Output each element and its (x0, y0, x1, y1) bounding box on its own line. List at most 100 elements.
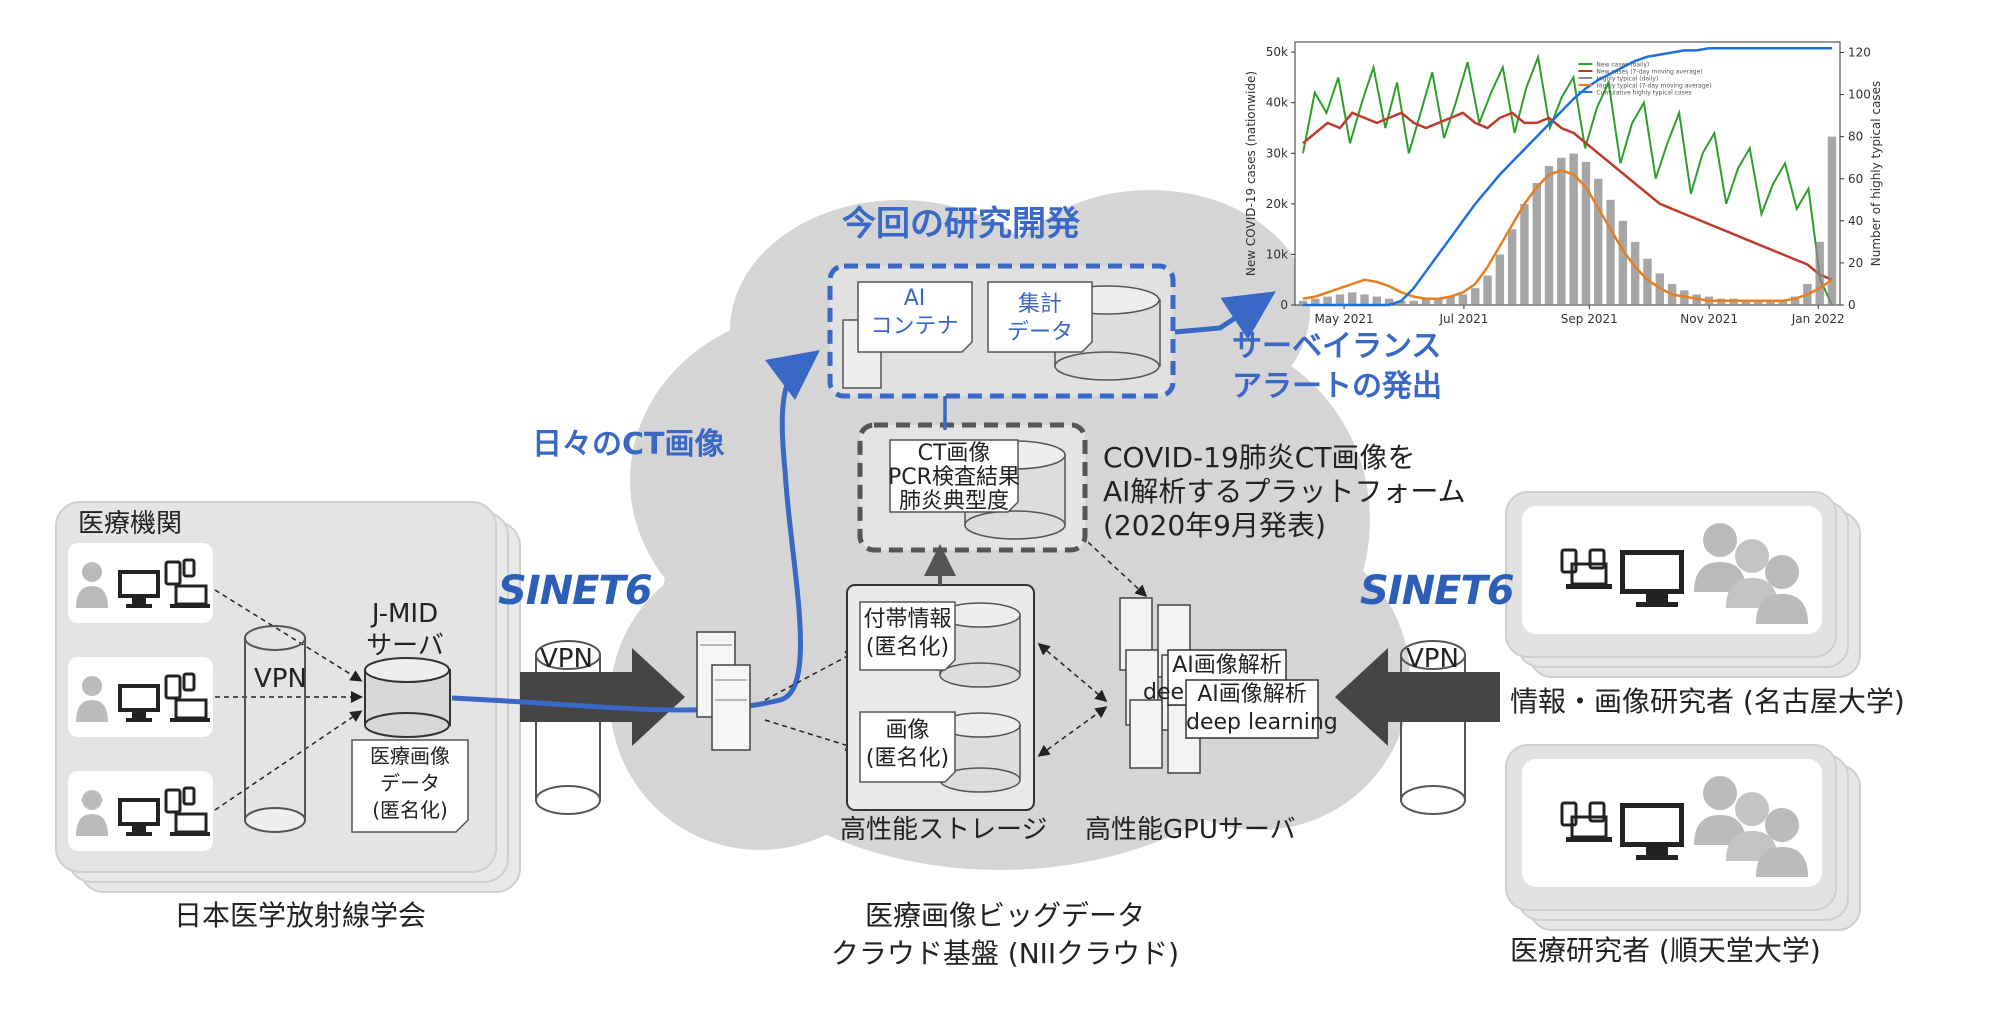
series-bar (1311, 298, 1320, 305)
researcher-devices-1 (1560, 523, 1808, 624)
sinet-logo-right: SINET6 (1360, 568, 1515, 614)
ct-flow-arrow (451, 349, 820, 713)
platform-db-box (857, 422, 1088, 553)
vpn-label-right: VPN (1406, 644, 1459, 674)
legend-label: New cases (7-day moving average) (1596, 69, 1702, 76)
medical-institution-label: 医療機関 (78, 509, 183, 539)
series-bar (1643, 258, 1652, 305)
series-bar (1446, 296, 1455, 305)
platform-text-2: AI解析するプラットフォーム (1103, 475, 1466, 508)
series-line (1302, 168, 1833, 303)
gpu-servers (1119, 597, 1319, 774)
series-bar (1557, 157, 1566, 305)
series-bar (1618, 220, 1628, 305)
aggregate-data-label-1: 集計 (1017, 292, 1062, 317)
researcher-info-label: 情報・画像研究者 (名古屋大学) (1510, 685, 1905, 718)
device-group-3 (76, 786, 210, 836)
series-bar (1483, 275, 1492, 305)
y-right-tick-label: 0 (1848, 298, 1856, 312)
series-bar (1520, 204, 1529, 305)
ai-analysis-front-2: deep learning (1186, 710, 1338, 735)
researcher-med-label: 医療研究者 (順天堂大学) (1510, 934, 1821, 967)
y-left-tick-label: 40k (1266, 96, 1288, 110)
series-bar (1348, 292, 1357, 305)
series-bar (1495, 254, 1505, 305)
series-bar (1335, 294, 1345, 305)
device-group-2 (76, 672, 210, 722)
series-bar (1741, 300, 1751, 305)
y-left-tick-label: 0 (1280, 298, 1288, 312)
y-right-axis-label: Number of highly typical cases (1869, 81, 1883, 267)
researcher-devices-2 (1560, 776, 1808, 877)
x-tick-label: Sep 2021 (1561, 312, 1618, 326)
series-bar (1458, 294, 1468, 305)
jmid-server-db (364, 657, 451, 738)
series-bar (1471, 288, 1480, 305)
alert-label-1: サーベイランス (1232, 329, 1442, 364)
y-right-tick-label: 60 (1848, 172, 1863, 186)
big-arrow-left (520, 648, 685, 746)
research-title: 今回の研究開発 (842, 204, 1080, 244)
legend-label: Highly typical (7-day moving average) (1596, 83, 1711, 90)
series-bar (1544, 166, 1554, 305)
y-left-axis-label: New COVID-19 cases (nationwide) (1244, 71, 1258, 276)
device-links (214, 589, 363, 811)
series-bar (1507, 229, 1517, 305)
jmid-label-2: サーバ (366, 631, 444, 661)
y-right-tick-label: 40 (1848, 214, 1863, 228)
series-bar (1409, 300, 1418, 305)
series-bar (1397, 300, 1406, 305)
aggregate-data-label-2: データ (1006, 320, 1073, 345)
y-left-tick-label: 20k (1266, 197, 1288, 211)
series-bar (1323, 296, 1332, 305)
y-left-tick-label: 10k (1266, 247, 1288, 261)
series-bar (1630, 241, 1640, 305)
attached-info-1: 付帯情報 (863, 607, 952, 632)
y-right-tick-label: 80 (1848, 130, 1863, 144)
y-right-tick-label: 120 (1848, 46, 1871, 60)
series-line (1303, 47, 1832, 307)
series-bar (1815, 241, 1824, 305)
x-tick-label: Jul 2021 (1439, 312, 1489, 326)
db-text-2: PCR検査結果 (888, 465, 1020, 490)
x-tick-label: Nov 2021 (1680, 312, 1738, 326)
sinet-logo-left: SINET6 (498, 568, 653, 614)
gateway-links (764, 650, 858, 752)
series-bar (1790, 296, 1800, 305)
image-anon-2: (匿名化) (865, 746, 950, 771)
storage-label: 高性能ストレージ (840, 815, 1048, 845)
series-bar (1581, 161, 1591, 305)
storage-box (846, 584, 1035, 811)
vpn-label-left: VPN (254, 664, 307, 694)
series-bar (1298, 300, 1308, 305)
gpu-label: 高性能GPUサーバ (1085, 815, 1296, 845)
legend-label: Highly typical (daily) (1596, 76, 1658, 83)
series-line (1302, 111, 1833, 281)
medical-image-doc (351, 739, 469, 833)
x-tick-label: Jan 2022 (1791, 312, 1845, 326)
attached-info-2: (匿名化) (865, 635, 950, 660)
y-right-tick-label: 20 (1848, 256, 1863, 270)
medical-image-label-2: データ (380, 771, 440, 795)
vpn-tunnel-left (244, 625, 306, 833)
platform-text-3: (2020年9月発表) (1103, 509, 1326, 542)
alert-arrow (1174, 291, 1276, 340)
platform-text-1: COVID-19肺炎CT画像を (1103, 441, 1416, 474)
ai-analysis-back-1: AI画像解析 (1172, 653, 1282, 678)
daily-ct-label: 日々のCT画像 (532, 427, 725, 462)
legend-label: Cumulative highly typical cases (1596, 90, 1691, 97)
series-bar (1606, 199, 1615, 305)
storage-gpu-links (1037, 643, 1108, 757)
big-arrow-right (1335, 648, 1500, 746)
alert-label-2: アラートの発出 (1232, 369, 1442, 404)
ai-container-label-2: コンテナ (870, 314, 959, 339)
legend-label: New cases (daily) (1596, 62, 1649, 69)
vpn-label-mid: VPN (540, 644, 593, 674)
ai-analysis-back-2: deep learning (1143, 680, 1183, 705)
series-bar (1384, 298, 1394, 305)
series-bar (1434, 298, 1443, 305)
research-box (827, 263, 1176, 399)
series-bar (1766, 300, 1775, 305)
medical-image-label-3: (匿名化) (372, 798, 448, 822)
